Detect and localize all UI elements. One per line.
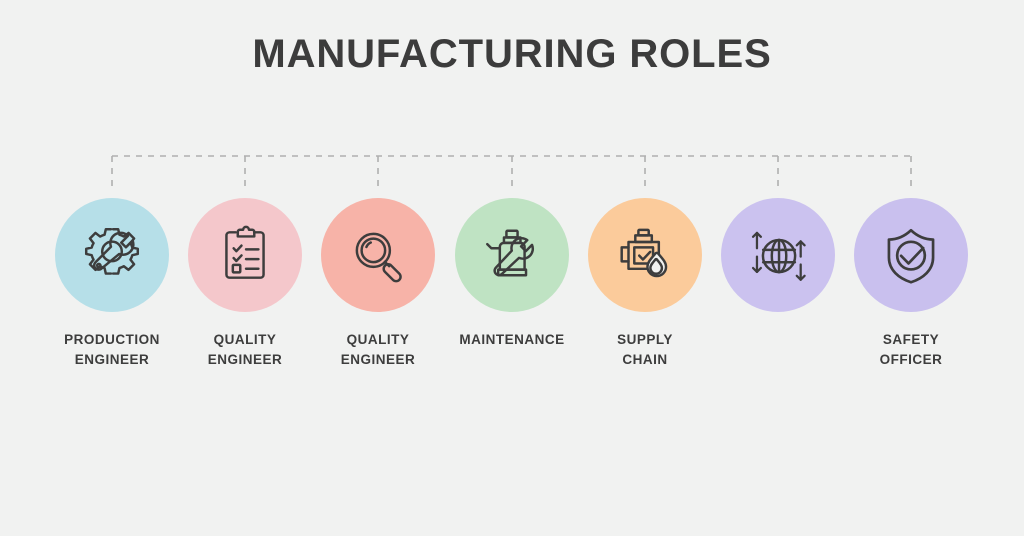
node-label-line2: CHAIN <box>622 352 668 367</box>
icon-circle <box>588 198 702 312</box>
node-global-distribution[interactable] <box>698 198 858 330</box>
node-quality-engineer-1[interactable]: QUALITY ENGINEER <box>165 198 325 370</box>
icon-circle <box>455 198 569 312</box>
clipboard-checklist-icon <box>212 222 278 288</box>
gear-wrench-icon <box>79 222 145 288</box>
node-label-line1: SUPPLY <box>617 332 673 347</box>
node-label: PRODUCTION ENGINEER <box>32 330 192 370</box>
node-production-engineer[interactable]: PRODUCTION ENGINEER <box>32 198 192 370</box>
node-label-line2: ENGINEER <box>207 352 283 367</box>
icon-circle <box>321 198 435 312</box>
node-label: MAINTENANCE <box>432 330 592 350</box>
node-label-line2: ENGINEER <box>340 352 416 367</box>
node-label-line2: ENGINEER <box>74 352 150 367</box>
node-label-line2: OFFICER <box>879 352 943 367</box>
magnifier-icon <box>345 222 411 288</box>
node-safety-officer[interactable]: SAFETY OFFICER <box>831 198 991 370</box>
node-label: SUPPLY CHAIN <box>565 330 725 370</box>
node-label: SAFETY OFFICER <box>831 330 991 370</box>
page-title: MANUFACTURING ROLES <box>252 32 772 76</box>
node-supply-chain[interactable]: SUPPLY CHAIN <box>565 198 725 370</box>
engine-check-oil-drop-icon <box>612 222 678 288</box>
oil-can-wrench-icon <box>479 222 545 288</box>
node-label: QUALITY ENGINEER <box>165 330 325 370</box>
node-maintenance[interactable]: MAINTENANCE <box>432 198 592 350</box>
node-label-line1: PRODUCTION <box>64 332 160 347</box>
node-label-line1: QUALITY <box>346 332 410 347</box>
icon-circle <box>188 198 302 312</box>
icon-circle <box>854 198 968 312</box>
node-label-line1: SAFETY <box>882 332 940 347</box>
node-label-line1: MAINTENANCE <box>459 332 565 347</box>
shield-check-icon <box>878 222 944 288</box>
icon-circle <box>721 198 835 312</box>
globe-arrows-icon <box>745 222 811 288</box>
node-label-line1: QUALITY <box>213 332 277 347</box>
icon-circle <box>55 198 169 312</box>
node-quality-engineer-2[interactable]: QUALITY ENGINEER <box>298 198 458 370</box>
node-label: QUALITY ENGINEER <box>298 330 458 370</box>
